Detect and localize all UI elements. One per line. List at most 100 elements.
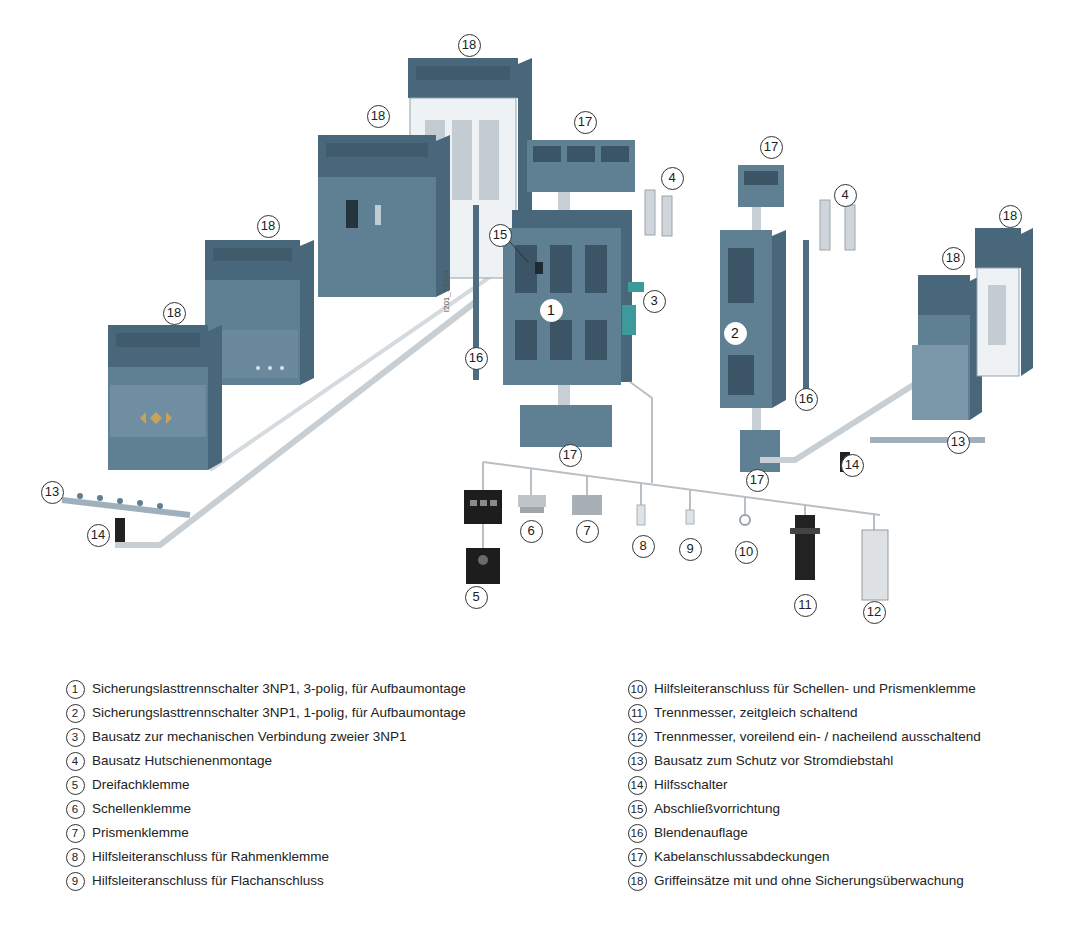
- hmi-button: [150, 412, 162, 424]
- callout-number: 7: [576, 520, 599, 543]
- legend-text: Blendenauflage: [654, 824, 748, 842]
- callout-number: 17: [559, 444, 582, 467]
- clamp-terminal: [518, 495, 546, 507]
- legend-text: Schellenklemme: [92, 800, 191, 818]
- terminal-screw: [490, 500, 497, 506]
- leader-line: [510, 242, 528, 262]
- tree-drop: [640, 483, 642, 505]
- callout-number: 4: [834, 184, 857, 207]
- unit-grill: [408, 58, 518, 98]
- unit-grill: [205, 240, 300, 280]
- led: [268, 366, 272, 370]
- led: [280, 366, 284, 370]
- legend-number: 7: [66, 824, 85, 843]
- disconnecting-blade: [795, 515, 815, 580]
- callout-number: 11: [794, 594, 817, 617]
- legend-text: Griffeinsätze mit und ohne Sicherungsübe…: [654, 872, 964, 890]
- handle: [346, 200, 358, 228]
- callout-number: 17: [746, 469, 769, 492]
- legend-number: 6: [66, 800, 85, 819]
- unit-side: [208, 325, 222, 470]
- fuse-opening: [728, 248, 754, 303]
- callout-number: 15: [489, 224, 512, 247]
- fuse-opening: [515, 320, 537, 360]
- fuse-opening: [550, 245, 572, 293]
- cover-slot: [744, 171, 778, 185]
- fuse-opening: [585, 245, 607, 293]
- tree-drop: [873, 514, 875, 530]
- tree-line: [630, 382, 652, 483]
- coupling-kit: [622, 305, 636, 335]
- tree-drop: [586, 476, 588, 495]
- callout-number: 3: [643, 290, 666, 313]
- led: [256, 366, 260, 370]
- legend-number: 3: [66, 728, 85, 747]
- switch-front: [503, 228, 621, 385]
- callout-number: 4: [661, 167, 684, 190]
- callout-number: 16: [465, 347, 488, 370]
- drawing-code: I201_19744: [442, 270, 451, 312]
- callout-number: 14: [841, 454, 864, 477]
- tree-drop: [804, 505, 806, 515]
- hmi-button: [166, 412, 172, 424]
- din-rail-kit: [845, 205, 855, 250]
- clamp-terminal: [520, 507, 544, 513]
- transparent-body: [977, 268, 1019, 376]
- legend-text: Trennmesser, zeitgleich schaltend: [654, 704, 858, 722]
- legend-number: 8: [66, 848, 85, 867]
- legend-number: 1: [66, 680, 85, 699]
- legend-number: 14: [628, 776, 647, 795]
- callout-number: 18: [999, 205, 1022, 228]
- din-rail-kit: [645, 190, 655, 235]
- callout-number: 12: [863, 601, 886, 624]
- callout-number: 18: [163, 302, 186, 325]
- din-rail-kit: [820, 200, 830, 250]
- cover-slot: [533, 146, 561, 162]
- legend-text: Hilfsleiteranschluss für Rahmenklemme: [92, 848, 329, 866]
- aux-conductor-connection: [637, 505, 645, 525]
- triple-terminal: [466, 548, 500, 584]
- fuse-link: [452, 120, 472, 200]
- strip-bump: [97, 495, 103, 501]
- callout-number: 13: [41, 481, 64, 504]
- unit-side: [300, 240, 314, 385]
- legend-text: Bausatz zur mechanischen Verbindung zwei…: [92, 728, 406, 746]
- callout-number: 8: [632, 535, 655, 558]
- legend-text: Abschließvorrichtung: [654, 800, 780, 818]
- fuse-opening: [550, 320, 572, 360]
- tree-drop: [482, 524, 484, 548]
- legend-number: 13: [628, 752, 647, 771]
- legend-number: 18: [628, 872, 647, 891]
- callout-number: 16: [795, 388, 818, 411]
- callout-number: 13: [947, 431, 970, 454]
- tree-drop: [530, 468, 532, 495]
- legend-number: 11: [628, 704, 647, 723]
- unit-front: [108, 367, 208, 470]
- legend-text: Hilfsleiteranschluss für Flachanschluss: [92, 872, 324, 890]
- unit-grill: [975, 228, 1021, 268]
- terminal-screw: [470, 500, 477, 506]
- callout-number: 9: [679, 538, 702, 561]
- fuse-opening: [585, 320, 607, 360]
- unit-grill-slot: [116, 333, 200, 347]
- legend-text: Prismenklemme: [92, 824, 189, 842]
- legend-number: 12: [628, 728, 647, 747]
- unit-side: [1021, 228, 1033, 376]
- legend-number: 16: [628, 824, 647, 843]
- terminal-screw: [480, 500, 487, 506]
- hmi-panel: [110, 385, 206, 437]
- din-rail-kit: [662, 196, 672, 236]
- coupling-kit: [628, 282, 644, 292]
- callout-number: 10: [735, 541, 758, 564]
- unit-grill-slot: [416, 66, 510, 80]
- unit-grill: [318, 135, 436, 177]
- legend-number: 15: [628, 800, 647, 819]
- legend-text: Dreifachklemme: [92, 776, 190, 794]
- callout-number: 18: [367, 105, 390, 128]
- legend-text: Hilfsschalter: [654, 776, 728, 794]
- monitoring-panel: [912, 345, 968, 420]
- strip-bump: [137, 500, 143, 506]
- callout-number: 18: [942, 247, 965, 270]
